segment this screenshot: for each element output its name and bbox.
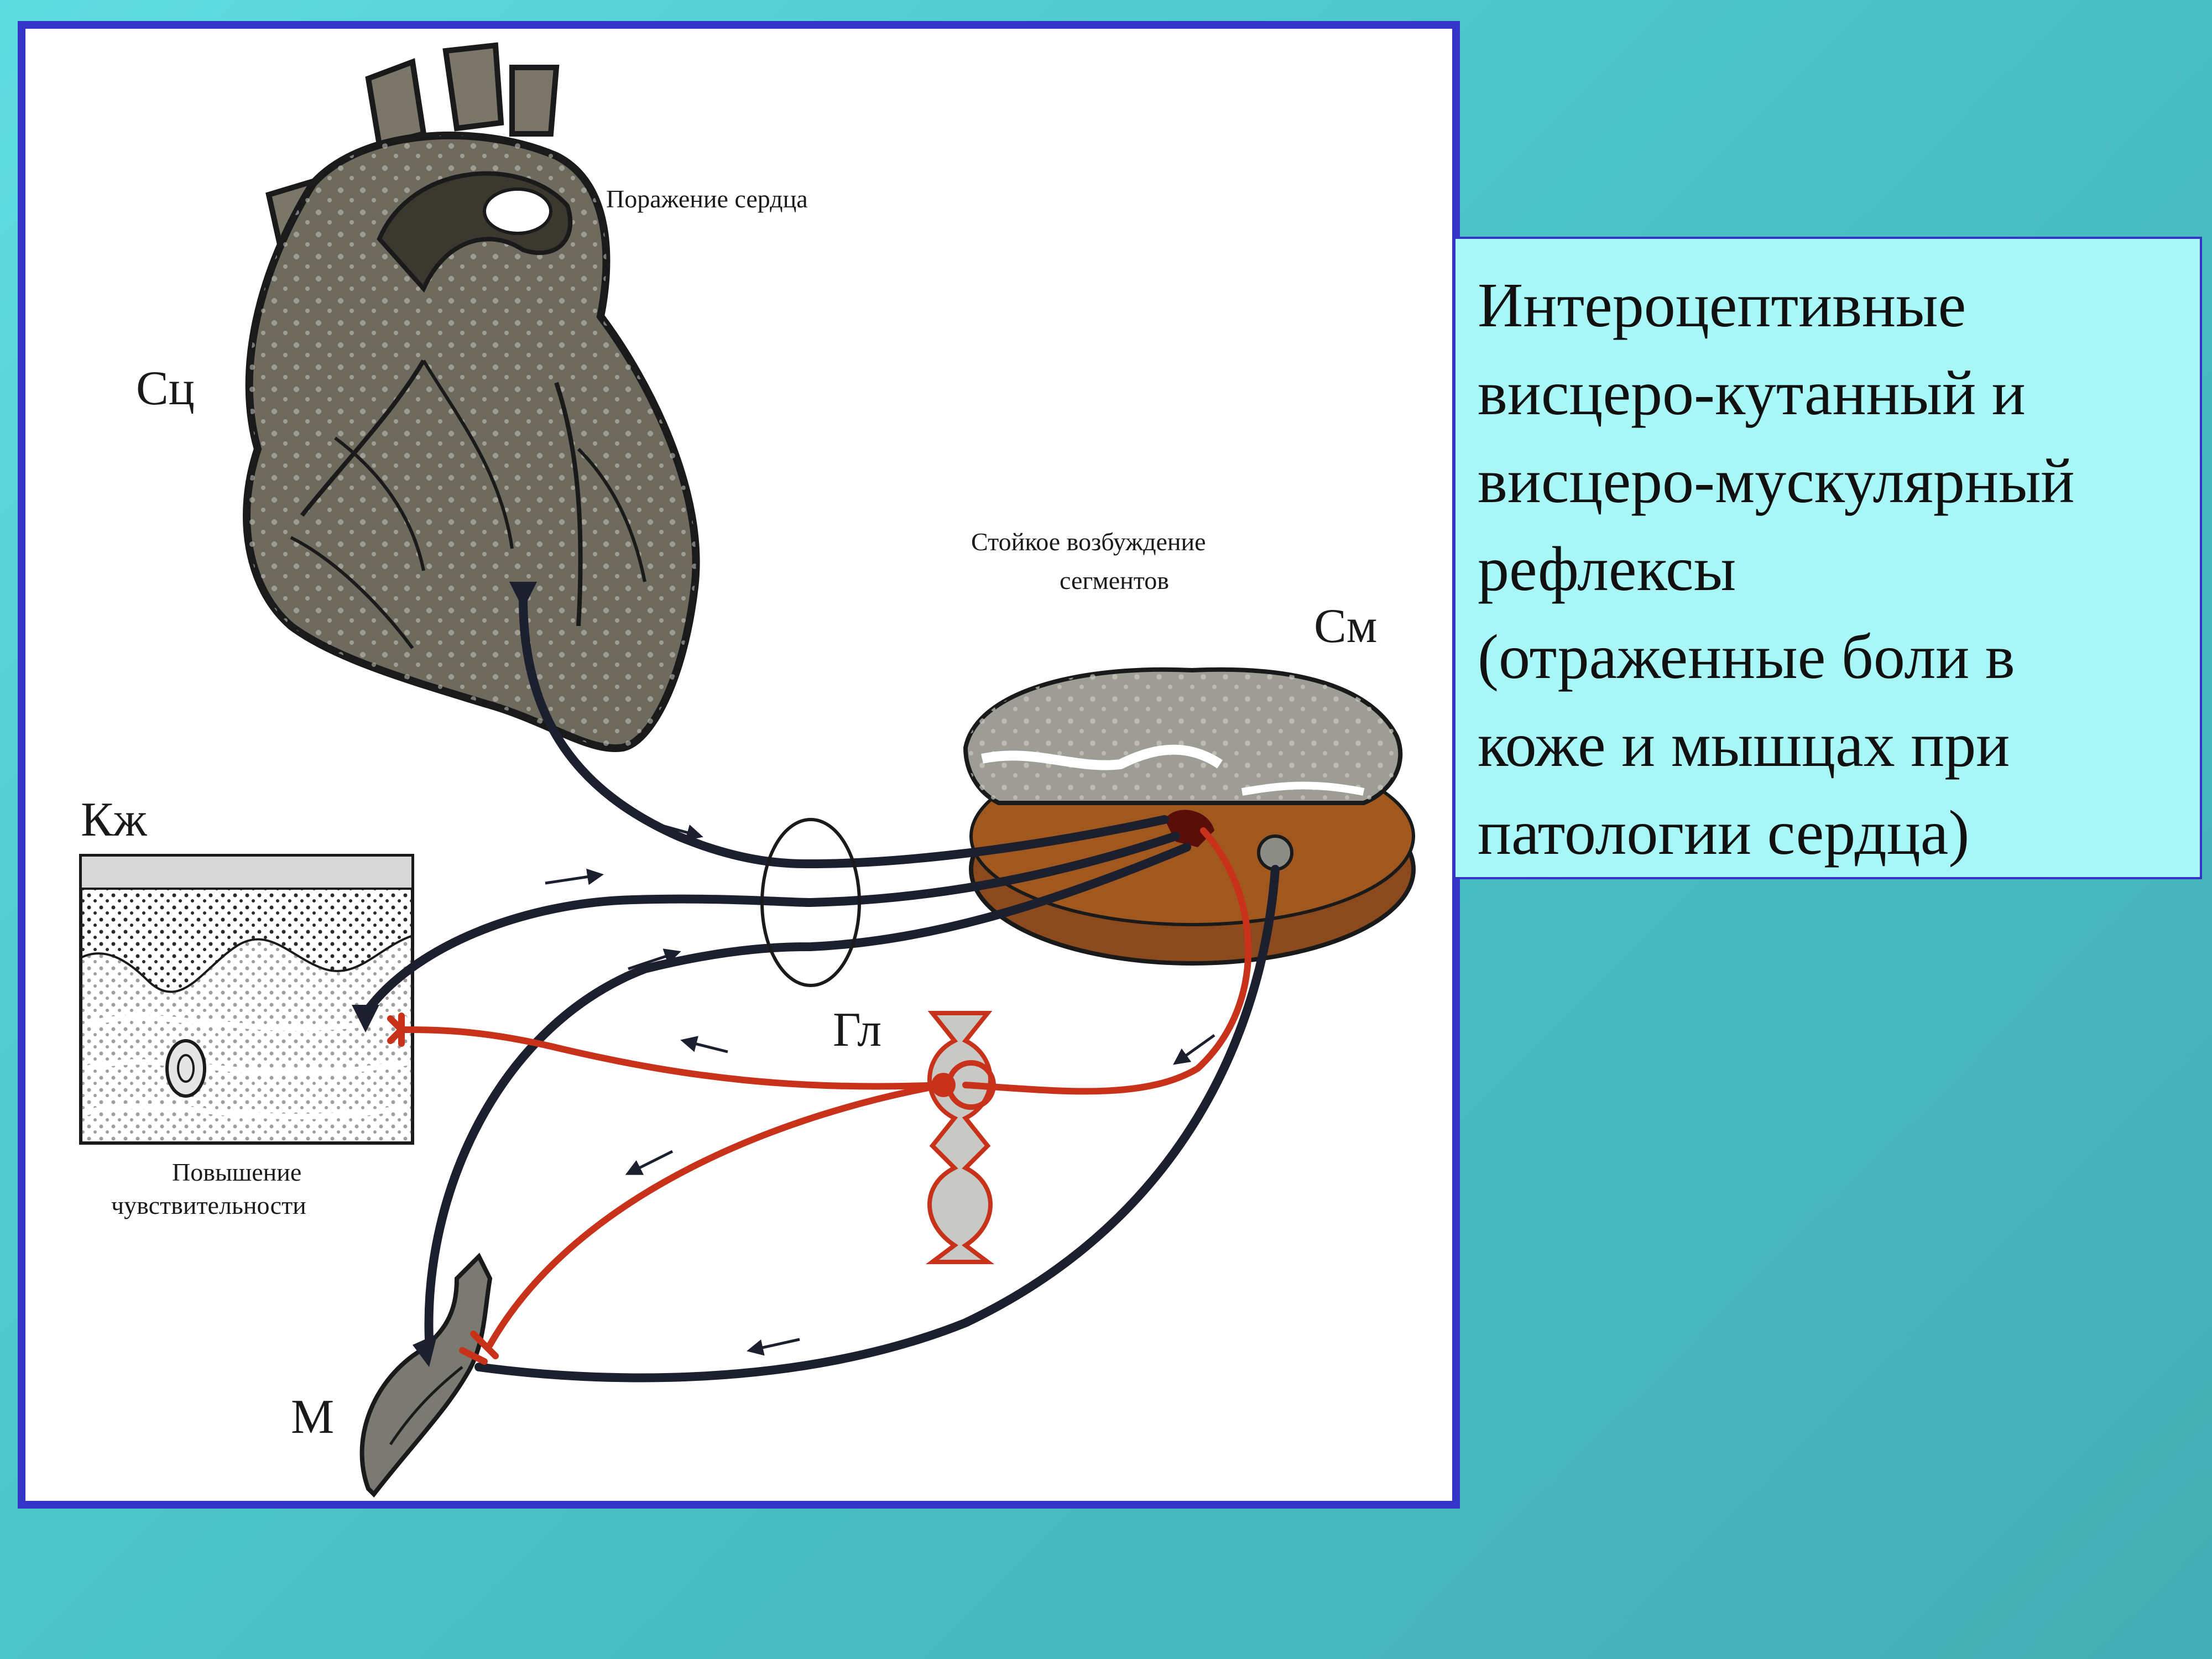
caption-line: коже и мышцах при [1478, 701, 2189, 789]
caption-line: висцеро-мускулярный [1478, 437, 2189, 525]
heart-illustration [247, 45, 696, 748]
spinal-cord-segment [966, 670, 1413, 963]
segments-label-line1: Стойкое возбуждение [971, 526, 1206, 557]
muscle-code-label: М [291, 1389, 334, 1445]
caption-box: Интероцептивные висцеро-кутанный и висце… [1453, 237, 2202, 879]
diagram-panel: Сц Поражение сердца Стойкое возбуждение … [18, 21, 1460, 1509]
caption-line: висцеро-кутанный и [1478, 349, 2189, 437]
skin-sensitivity-label-line2: чувствительности [111, 1190, 306, 1221]
skin-section [81, 855, 413, 1143]
ganglion-code-label: Гл [833, 1002, 881, 1058]
caption-line: рефлексы [1478, 525, 2189, 613]
skin-code-label: Кж [81, 792, 147, 848]
reflex-diagram [25, 29, 1452, 1501]
sympathetic-ganglion [930, 1013, 993, 1262]
caption-line: (отраженные боли в [1478, 613, 2189, 701]
segments-label-line2: сегментов [1060, 565, 1169, 596]
caption-line: Интероцептивные [1478, 261, 2189, 349]
spinal-code-label: См [1314, 598, 1377, 654]
heart-code-label: Сц [136, 361, 195, 416]
heart-lesion-label: Поражение сердца [606, 184, 808, 215]
caption-line: патологии сердца) [1478, 789, 2189, 877]
skin-sensitivity-label-line1: Повышение [172, 1157, 301, 1188]
